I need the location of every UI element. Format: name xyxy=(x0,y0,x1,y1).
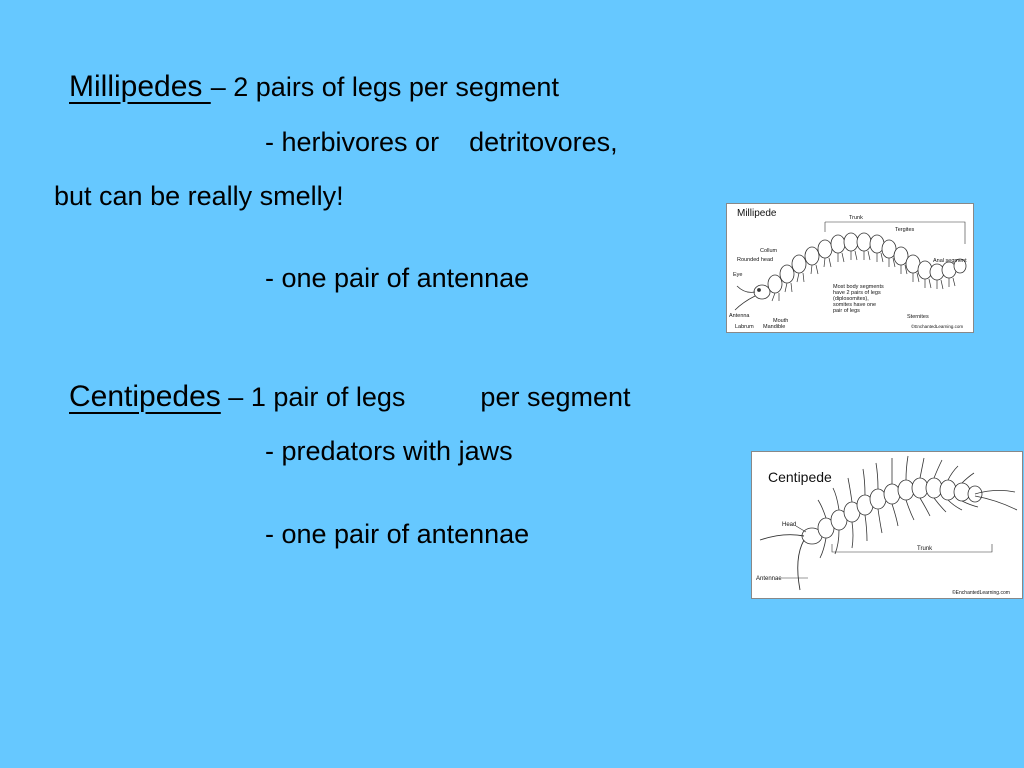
centipede-credit: ©EnchantedLearning.com xyxy=(952,589,1010,596)
millipede-head xyxy=(734,285,761,311)
millipede-drawing: Millipede xyxy=(729,208,967,330)
millipedes-leg-rule: – 2 pairs of legs per segment xyxy=(210,71,559,102)
centipede-body xyxy=(801,477,983,545)
label-note-5: pair of legs xyxy=(833,308,860,314)
label-head: Head xyxy=(782,522,796,528)
millipedes-diet-text: - herbivores or detritovores, xyxy=(265,127,618,157)
centipede-legs xyxy=(817,455,1018,559)
centipedes-predator-text: - predators with jaws xyxy=(265,436,513,466)
label-note-2: have 2 pairs of legs xyxy=(833,290,881,296)
millipedes-diet-continuation: but can be really smelly! xyxy=(54,181,344,211)
millipede-legs xyxy=(771,250,956,302)
millipede-diagram: Millipede xyxy=(726,203,974,333)
trunk-bracket xyxy=(824,221,966,244)
centipede-drawing: Centipede Hea xyxy=(756,455,1018,596)
centipede-pointers xyxy=(782,525,993,579)
millipedes-antennae-text: - one pair of antennae xyxy=(265,263,530,293)
label-note-1: Most body segments xyxy=(833,284,884,290)
label-mouth: Mouth xyxy=(773,318,788,324)
label-sternites: Sternites xyxy=(907,314,929,320)
label-note-4: somites have one xyxy=(833,302,876,308)
millipede-labels: Trunk Tergites Collum Rounded head Eye A… xyxy=(729,215,967,330)
label-mandible: Mandible xyxy=(763,324,785,330)
label-rounded-head: Rounded head xyxy=(737,257,773,263)
label-collum: Collum xyxy=(760,248,778,254)
centipede-diagram: Centipede Hea xyxy=(751,451,1023,599)
centipede-antennae xyxy=(759,534,805,591)
label-tergites: Tergites xyxy=(895,227,915,233)
label-note-3: (diplosomites), xyxy=(833,296,869,302)
centipedes-line: Centipedes – 1 pair of legs per segment xyxy=(54,350,631,413)
millipede-credit: ©EnchantedLearning.com xyxy=(911,323,963,329)
label-antenna: Antenna xyxy=(729,313,750,319)
centipede-labels: Head Trunk Antennae ©EnchantedLearning.c… xyxy=(756,522,1010,596)
label-trunk: Trunk xyxy=(917,546,933,552)
centipede-title: Centipede xyxy=(768,469,832,485)
label-anal-segment: Anal segment xyxy=(933,258,967,264)
millipedes-line: Millipedes – 2 pairs of legs per segment xyxy=(54,40,559,103)
centipedes-heading: Centipedes xyxy=(69,379,221,413)
label-labrum: Labrum xyxy=(735,324,754,330)
centipedes-antennae-text: - one pair of antennae xyxy=(265,519,530,549)
label-eye: Eye xyxy=(733,272,742,278)
label-antennae: Antennae xyxy=(756,576,782,582)
label-trunk: Trunk xyxy=(849,215,863,221)
millipede-title: Millipede xyxy=(737,208,777,219)
centipedes-leg-rule: – 1 pair of legs per segment xyxy=(220,381,631,412)
millipedes-heading: Millipedes xyxy=(69,69,211,103)
